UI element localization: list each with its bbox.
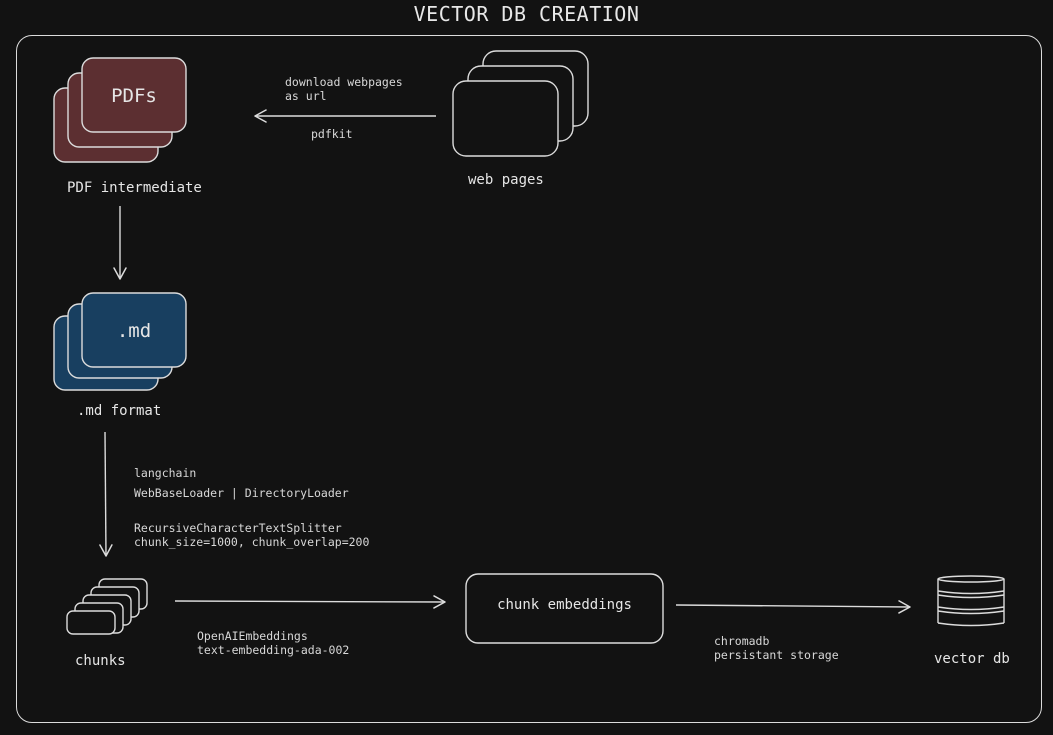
chunk-embeddings-box — [465, 573, 664, 644]
web-to-pdf-label: download webpages as url — [285, 75, 403, 103]
loaders-label: WebBaseLoader | DirectoryLoader — [134, 486, 349, 500]
chromadb-label: chromadb persistant storage — [714, 634, 839, 662]
arrow-chunks-to-embeddings — [174, 595, 446, 609]
pdfs-stack-icon — [53, 57, 187, 163]
langchain-label: langchain — [134, 466, 197, 480]
pdf-intermediate-caption: PDF intermediate — [67, 180, 202, 196]
splitter-label: RecursiveCharacterTextSplitter chunk_siz… — [134, 521, 370, 549]
web-pages-caption: web pages — [468, 172, 544, 188]
md-stack-icon — [53, 292, 187, 391]
web-pages-stack-icon — [452, 50, 589, 157]
chunks-stack-icon — [66, 578, 148, 635]
diagram-title: VECTOR DB CREATION — [413, 2, 640, 26]
database-icon — [937, 575, 1005, 627]
pdfkit-label: pdfkit — [311, 127, 353, 141]
diagram-frame — [16, 35, 1042, 723]
md-format-caption: .md format — [77, 403, 162, 419]
md-stack-label: .md — [117, 320, 151, 342]
arrow-md-to-chunks — [99, 431, 113, 557]
vector-db-caption: vector db — [934, 651, 1010, 667]
chunks-caption: chunks — [75, 653, 126, 669]
chunk-embeddings-label: chunk embeddings — [497, 597, 632, 613]
pdfs-stack-label: PDFs — [111, 85, 157, 107]
embeddings-model-label: OpenAIEmbeddings text-embedding-ada-002 — [197, 629, 350, 657]
arrow-embeddings-to-db — [675, 600, 911, 614]
